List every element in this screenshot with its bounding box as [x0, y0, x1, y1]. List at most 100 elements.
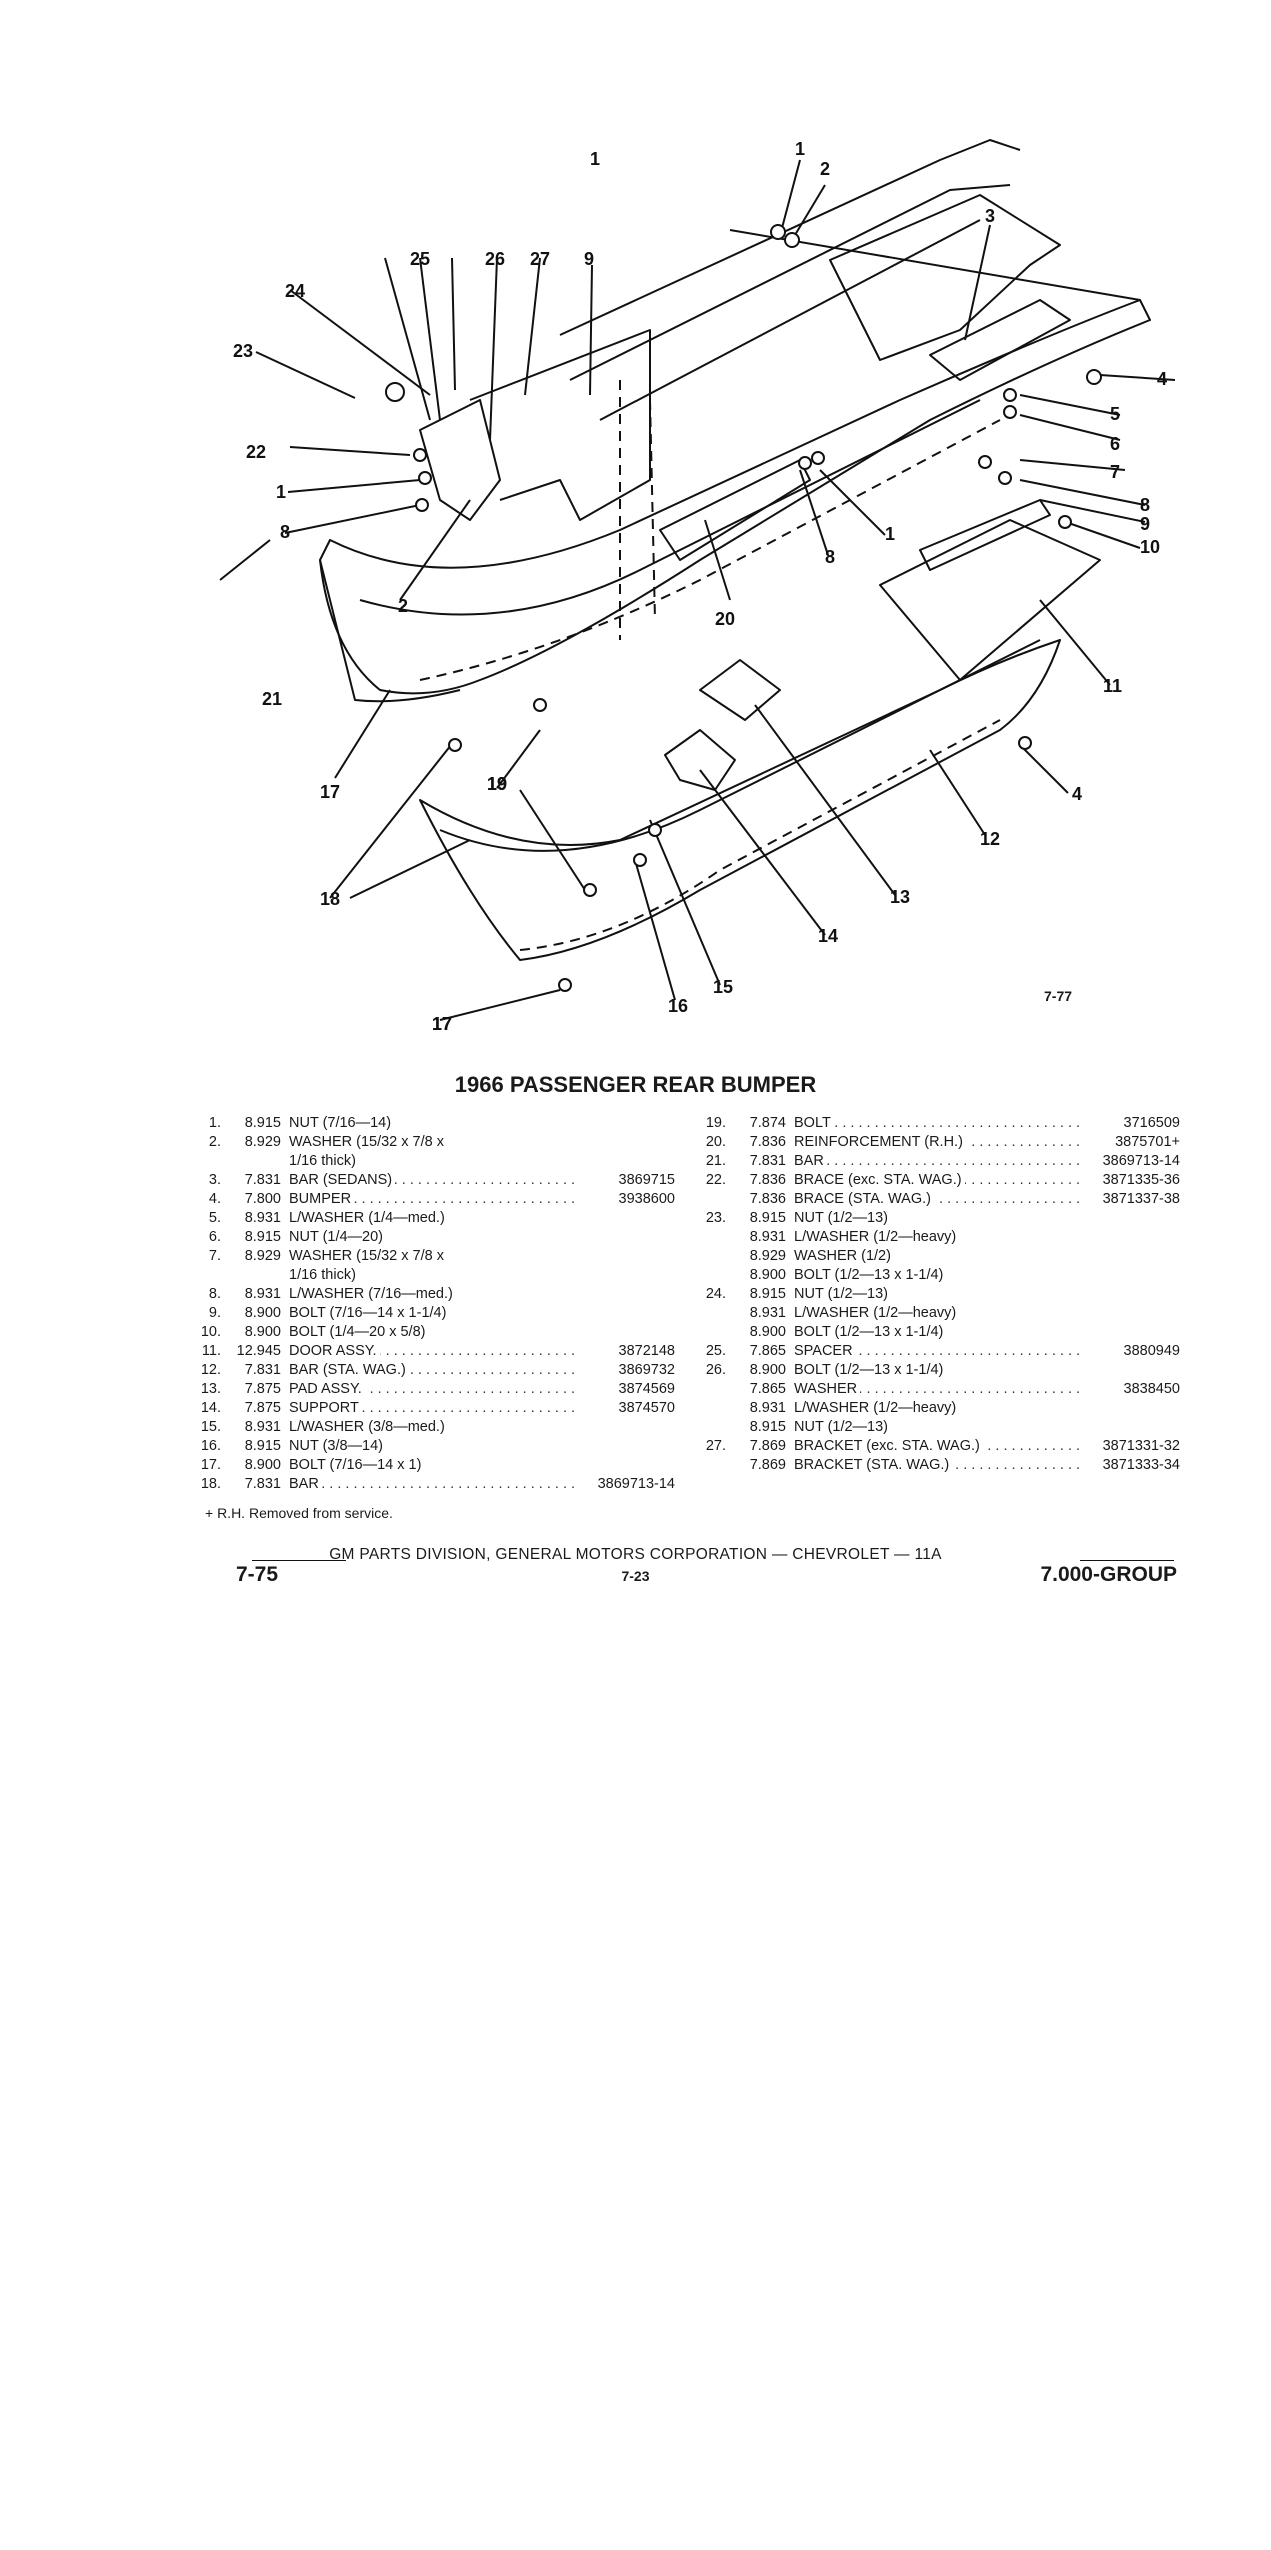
- leader-line: [589, 264, 593, 396]
- callout-label: 1: [885, 524, 895, 544]
- group-number: 7.836: [749, 1134, 786, 1150]
- part-description: BOLT (1/2—13 x 1-1/4): [794, 1323, 1085, 1342]
- callout-label: 4: [1157, 369, 1167, 389]
- washer-icon: [978, 455, 992, 469]
- leader-line: [929, 749, 986, 836]
- parts-row: 8.931 L/WASHER (1/2—heavy): [700, 1399, 1180, 1418]
- callout-label: 17: [432, 1014, 452, 1034]
- part-number: 3871331-32: [1102, 1438, 1180, 1454]
- item-number: 17.: [200, 1457, 221, 1473]
- leader-line: [819, 469, 886, 536]
- item-number: 23.: [705, 1210, 726, 1226]
- part-description: L/WASHER (1/2—heavy): [794, 1399, 1085, 1418]
- page-number-left: 7-75: [236, 1563, 279, 1586]
- part-number: [1085, 1266, 1180, 1285]
- group-number: 8.915: [749, 1286, 786, 1302]
- callout-label: 12: [980, 829, 1000, 849]
- item-number: 1.: [208, 1115, 221, 1131]
- group-number: 7.831: [749, 1153, 786, 1169]
- leader-line: [1019, 479, 1146, 506]
- part-number: 3869713-14: [597, 1476, 675, 1492]
- part-description: L/WASHER (1/2—heavy): [794, 1304, 1085, 1323]
- leader-line: [791, 184, 826, 241]
- group-number: 8.931: [749, 1400, 786, 1416]
- callout-label: 25: [410, 249, 430, 269]
- item-number: 6.: [208, 1229, 221, 1245]
- leader-line: [781, 159, 801, 229]
- leader-line: [1099, 374, 1176, 381]
- washer-icon: [998, 471, 1012, 485]
- callout-label: 22: [246, 442, 266, 462]
- item-number: 3.: [208, 1172, 221, 1188]
- bracket-vertical: [649, 399, 656, 621]
- item-number: [700, 1304, 726, 1323]
- item-number: [700, 1323, 726, 1342]
- part-number: [580, 1437, 675, 1456]
- washer-icon: [418, 471, 432, 485]
- bracket-left: [419, 399, 501, 521]
- part-description: WASHER (1/2): [794, 1247, 1085, 1266]
- item-number: [700, 1266, 726, 1285]
- callout-label: 1: [795, 139, 805, 159]
- item-number: [700, 1190, 726, 1209]
- part-description: L/WASHER (1/4—med.): [289, 1209, 580, 1228]
- callout-label: 17: [432, 1014, 452, 1034]
- item-number: 12.: [200, 1362, 221, 1378]
- leader-line: [704, 519, 731, 601]
- callout-label: 6: [1110, 434, 1120, 454]
- reinforcement: [659, 459, 811, 561]
- parts-row: 1/16 thick): [195, 1266, 675, 1285]
- leader-line: [489, 257, 498, 441]
- bar-sedans-tab: [929, 299, 1071, 381]
- nut-icon: [1086, 369, 1102, 385]
- item-number: 14.: [200, 1400, 221, 1416]
- rear-bumper-exploded-diagram: 1 2 3 4 5 6 7 8 9 10 11 12 13 14 15 16 1…: [219, 139, 1176, 1034]
- part-number: 3874570: [618, 1400, 675, 1416]
- leader-line: [289, 289, 431, 396]
- upper-bumper: [319, 299, 1151, 695]
- callout-label: 24: [285, 281, 305, 301]
- group-number: 7.875: [244, 1381, 281, 1397]
- parts-list-right: 19.7.874BOLT371650920.7.836REINFORCEMENT…: [700, 1114, 1180, 1475]
- leader-line: [649, 819, 721, 986]
- part-number: [580, 1285, 675, 1304]
- callout-label: 2: [398, 596, 408, 616]
- callout-label: 15: [713, 977, 733, 997]
- callout-label: 26: [485, 249, 505, 269]
- item-number: 21.: [705, 1153, 726, 1169]
- group-number: 8.900: [244, 1324, 281, 1340]
- lower-bumper-line: [439, 639, 1041, 852]
- item-number: 9.: [208, 1305, 221, 1321]
- parts-row: 25.7.865SPACER3880949: [700, 1342, 1180, 1361]
- group-number: [221, 1152, 289, 1171]
- group-number: 7.875: [244, 1400, 281, 1416]
- part-number: 3871335-36: [1102, 1172, 1180, 1188]
- part-number: [580, 1304, 675, 1323]
- callout-label: 4: [1072, 784, 1082, 804]
- washer-icon: [648, 823, 662, 837]
- part-number: [580, 1133, 675, 1152]
- callout-label: 19: [487, 774, 507, 794]
- group-number: 8.929: [244, 1248, 281, 1264]
- callout-label: 23: [233, 341, 253, 361]
- part-description: PAD ASSY.: [289, 1380, 580, 1399]
- group-number: 7.874: [749, 1115, 786, 1131]
- parts-row: 14.7.875SUPPORT3874570: [195, 1399, 675, 1418]
- leader-line: [524, 257, 541, 396]
- part-number: 3716509: [1123, 1115, 1180, 1131]
- group-number: 7.869: [749, 1438, 786, 1454]
- part-description: BUMPER: [289, 1190, 580, 1209]
- callout-label: 19: [487, 774, 507, 794]
- leader-line: [334, 689, 391, 779]
- part-description: 1/16 thick): [289, 1152, 580, 1171]
